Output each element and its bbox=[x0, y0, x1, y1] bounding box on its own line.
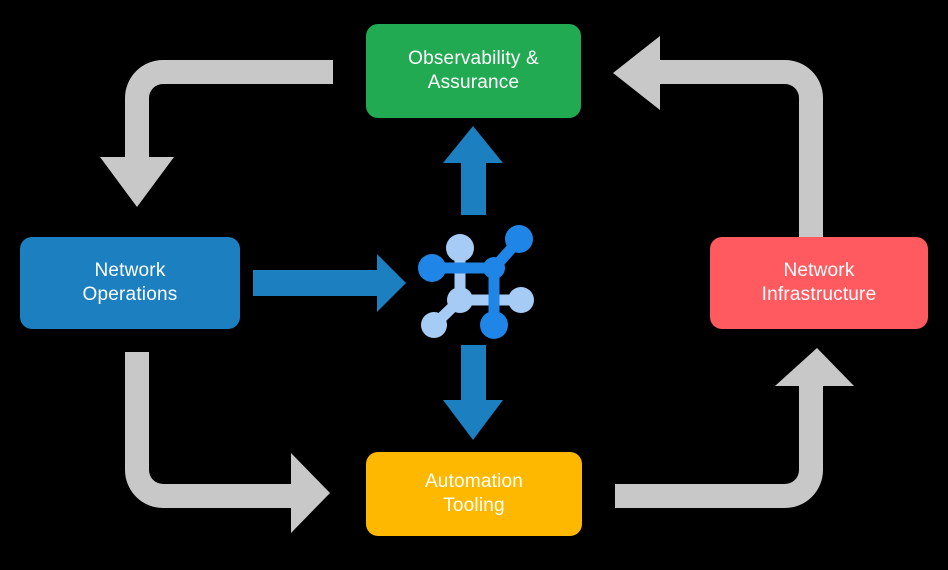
arrow-center-to-observability bbox=[443, 126, 503, 215]
arrow-center-to-automation bbox=[443, 345, 503, 440]
arrow-infrastructure-to-observability bbox=[613, 36, 823, 237]
node-network-operations[interactable]: Network Operations bbox=[20, 237, 240, 329]
node-observability-assurance[interactable]: Observability & Assurance bbox=[366, 24, 581, 118]
arrow-operations-to-center bbox=[253, 254, 406, 312]
node-automation-tooling[interactable]: Automation Tooling bbox=[366, 452, 582, 536]
arrow-automation-to-infrastructure bbox=[615, 348, 854, 508]
node-automation-label: Automation Tooling bbox=[424, 470, 524, 516]
node-observability-label: Observability & Assurance bbox=[408, 47, 539, 93]
arrow-observability-to-operations bbox=[100, 60, 333, 207]
node-operations-label: Network Operations bbox=[82, 259, 178, 305]
arrow-operations-to-automation bbox=[125, 352, 330, 533]
node-infrastructure-label: Network Infrastructure bbox=[761, 259, 877, 305]
node-network-infrastructure[interactable]: Network Infrastructure bbox=[710, 237, 928, 329]
